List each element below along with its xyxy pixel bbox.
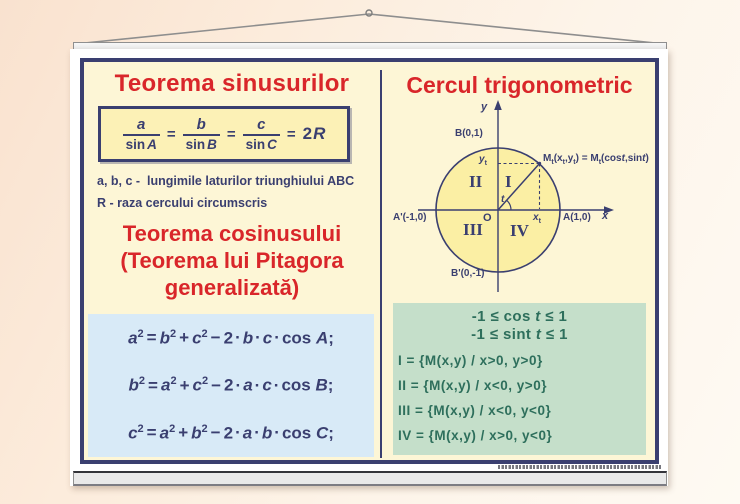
cosine-title-line-2: (Teorema lui Pitagora — [120, 248, 344, 273]
cosine-formula-line: c2=a2+b2−2·a·b·cos C; — [128, 422, 334, 443]
cos-range-line: -1 ≤ cos t ≤ 1 — [471, 308, 568, 325]
x-axis-label: x — [602, 210, 609, 222]
y-t-label: yt — [479, 154, 487, 167]
x-t-label: xt — [533, 212, 541, 225]
quadrant-4-label: IV — [510, 221, 529, 240]
cosine-title-line-3: generalizată) — [164, 275, 300, 300]
y-axis-arrow-icon — [494, 100, 502, 110]
cosine-theorem-title: Teorema cosinusului (Teorema lui Pitagor… — [84, 220, 380, 301]
x-axis-arrow-icon — [604, 206, 614, 214]
point-b-prime-label: B'(0,-1) — [451, 268, 485, 279]
quadrant-4-definition: IV = {M(x,y) / x>0, y<0} — [398, 428, 553, 443]
fine-print-microtext — [498, 465, 662, 469]
quadrant-1-definition: I = {M(x,y) / x>0, y>0} — [398, 353, 543, 368]
quadrant-3-definition: III = {M(x,y) / x<0, y<0} — [398, 403, 552, 418]
string-line — [74, 13, 666, 45]
equals-sign: = — [166, 125, 176, 143]
sine-theorem-title: Teorema sinusurilor — [114, 70, 350, 97]
point-m-dot — [537, 161, 542, 166]
angle-t-label: t — [501, 194, 505, 205]
point-b-label: B(0,1) — [455, 128, 483, 139]
quadrant-2-label: II — [469, 172, 483, 191]
two-R-result: 2R — [302, 124, 326, 143]
trig-circle-section: Cercul trigonometric y — [384, 62, 655, 460]
cosine-formula-line: a2=b2+c2−2·b·c·cos A; — [128, 327, 334, 348]
y-axis-label: y — [481, 101, 488, 113]
trig-circle-title: Cercul trigonometric — [406, 72, 633, 98]
equals-sign: = — [286, 125, 296, 143]
point-m-label: Mt(xt,yt) = Mt(cost,sint) — [543, 153, 649, 166]
definition-radius: R - raza cercului circumscris — [97, 196, 268, 210]
origin-label: O — [483, 212, 492, 224]
quadrant-2-definition: II = {M(x,y) / x<0, y>0} — [398, 378, 547, 393]
equals-sign: = — [226, 125, 236, 143]
hanger-ring-icon — [365, 9, 373, 17]
point-a-prime-label: A'(-1,0) — [393, 212, 427, 223]
bottom-rail — [73, 471, 667, 486]
angle-arc — [506, 199, 512, 211]
cosine-formula-box: a2=b2+c2−2·b·c·cos A; b2=a2+c2−2·a·c·cos… — [88, 314, 374, 457]
quadrant-1-label: I — [505, 172, 512, 191]
trig-circle-diagram: y B(0,1) yt Mt(xt,yt) = Mt(cost,sint) II… — [385, 98, 655, 294]
radius-line — [497, 163, 541, 211]
trig-circle-svg — [418, 100, 614, 292]
cosine-title-line-1: Teorema cosinusului — [122, 221, 342, 246]
range-and-quadrants-box: -1 ≤ cos t ≤ 1 -1 ≤ sint t ≤ 1 I = {M(x,… — [393, 303, 646, 455]
definition-sides: a, b, c - lungimile laturilor triunghiul… — [97, 174, 355, 188]
section-divider — [380, 70, 382, 458]
hanger-string — [74, 9, 666, 45]
sin-range-line: -1 ≤ sint t ≤ 1 — [471, 326, 568, 343]
quadrant-3-label: III — [463, 220, 483, 239]
cosine-formula-line: b2=a2+c2−2·a·c·cos B; — [128, 375, 334, 395]
point-a-label: A(1,0) — [563, 212, 591, 223]
